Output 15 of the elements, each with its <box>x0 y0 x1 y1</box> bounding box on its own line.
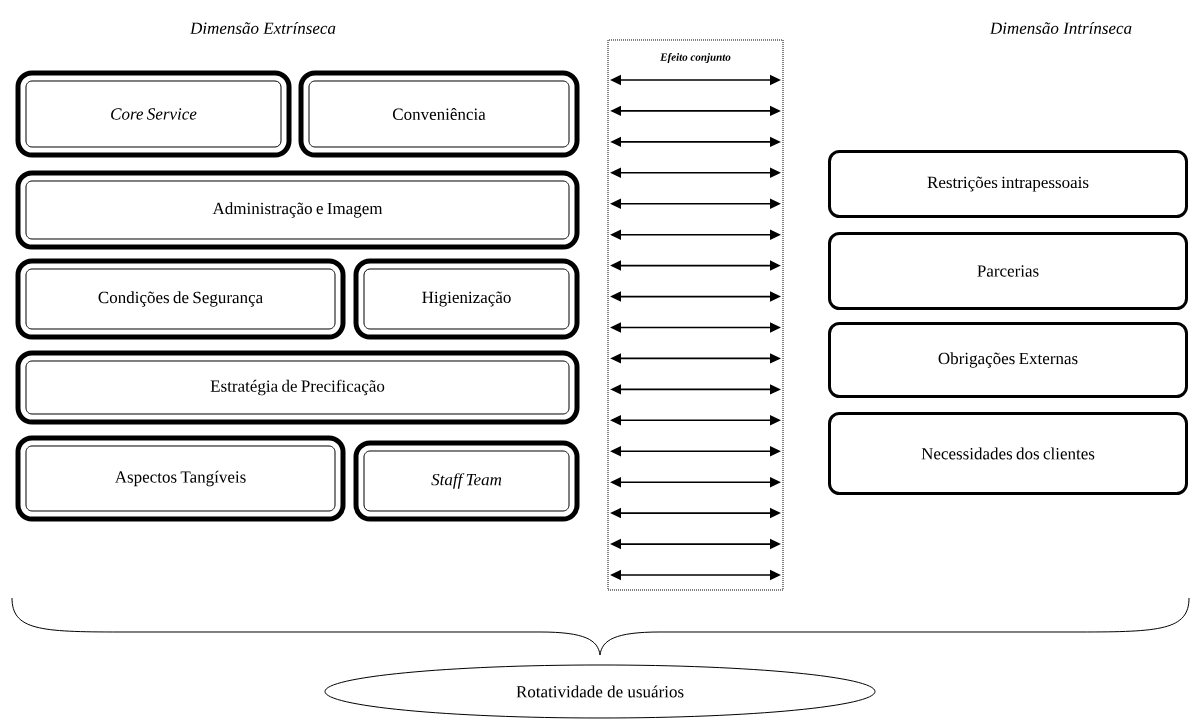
double-bordered-box: Aspectos Tangíveis <box>15 435 346 522</box>
double-bordered-box: Conveniência <box>298 70 580 158</box>
double-bordered-box: Condições de Segurança <box>15 258 346 340</box>
rounded-box: Obrigações Externas <box>828 322 1188 398</box>
rounded-box: Parcerias <box>828 232 1188 310</box>
double-bordered-box: Estratégia de Precificação <box>15 350 580 425</box>
dotted-band: Efeito conjunto <box>607 39 784 591</box>
rounded-box: Necessidades dos clientes <box>828 412 1188 495</box>
double-bordered-box: Staff Team <box>353 440 580 522</box>
heading: Dimensão Intrínseca <box>989 22 1132 34</box>
double-bordered-box: Higienização <box>353 258 580 340</box>
double-bordered-box: Administração e Imagem <box>15 170 580 250</box>
heading: Dimensão Extrínseca <box>189 22 336 34</box>
double-bordered-box: Core Service <box>15 70 292 158</box>
rounded-box: Restrições intrapessoais <box>828 150 1188 218</box>
